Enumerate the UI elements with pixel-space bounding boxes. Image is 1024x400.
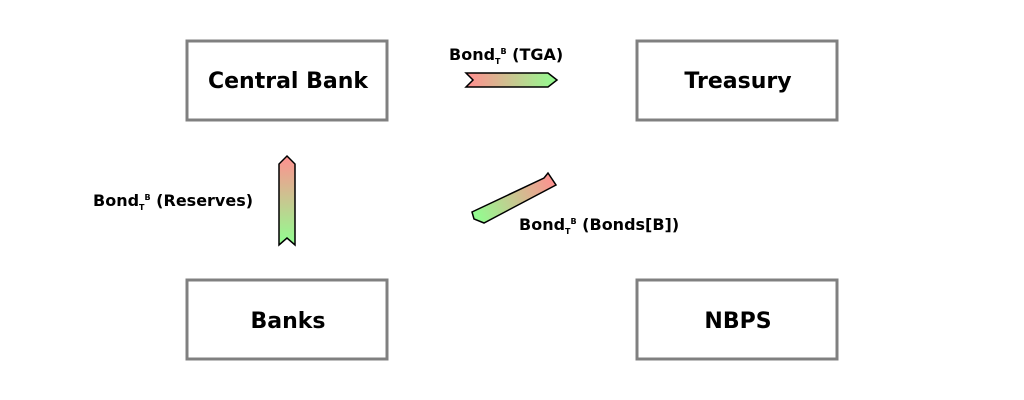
- tga-label-base: Bond: [449, 45, 495, 64]
- node-treasury: Treasury: [635, 39, 839, 122]
- bonds-b-label-superscript: B: [571, 217, 577, 226]
- bonds-b-arrow: [471, 171, 558, 224]
- node-central-bank: Central Bank: [185, 39, 389, 122]
- reserves-label-subscript: T: [139, 203, 145, 212]
- banks-label: Banks: [250, 309, 325, 334]
- bonds-b-label-base: Bond: [519, 215, 565, 234]
- flow-reserves: BondTB (Reserves): [93, 154, 296, 247]
- flow-bonds-b: BondTB (Bonds[B]): [471, 171, 679, 236]
- nbps-box: [635, 278, 839, 361]
- central-bank-label: Central Bank: [208, 69, 369, 94]
- node-banks: Banks: [185, 278, 389, 361]
- reserves-arrow: [278, 154, 296, 247]
- node-nbps: NBPS: [635, 278, 839, 361]
- tga-label-subscript: T: [495, 57, 501, 66]
- tga-arrow: [464, 72, 559, 88]
- bonds-b-label: BondTB (Bonds[B]): [519, 215, 679, 236]
- reserves-label-superscript: B: [145, 193, 151, 202]
- tga-label-superscript: B: [501, 47, 507, 56]
- reserves-label: BondTB (Reserves): [93, 191, 253, 212]
- reserves-label-account: (Reserves): [151, 191, 253, 210]
- central-bank-box: [185, 39, 389, 122]
- banks-box: [185, 278, 389, 361]
- flow-tga: BondTB (TGA): [449, 45, 563, 88]
- tga-label-account: (TGA): [507, 45, 564, 64]
- nbps-label: NBPS: [704, 309, 771, 334]
- bonds-b-label-account: (Bonds[B]): [577, 215, 680, 234]
- reserves-label-base: Bond: [93, 191, 139, 210]
- treasury-box: [635, 39, 839, 122]
- treasury-label: Treasury: [684, 69, 791, 94]
- tga-label: BondTB (TGA): [449, 45, 563, 66]
- bonds-b-label-subscript: T: [565, 227, 571, 236]
